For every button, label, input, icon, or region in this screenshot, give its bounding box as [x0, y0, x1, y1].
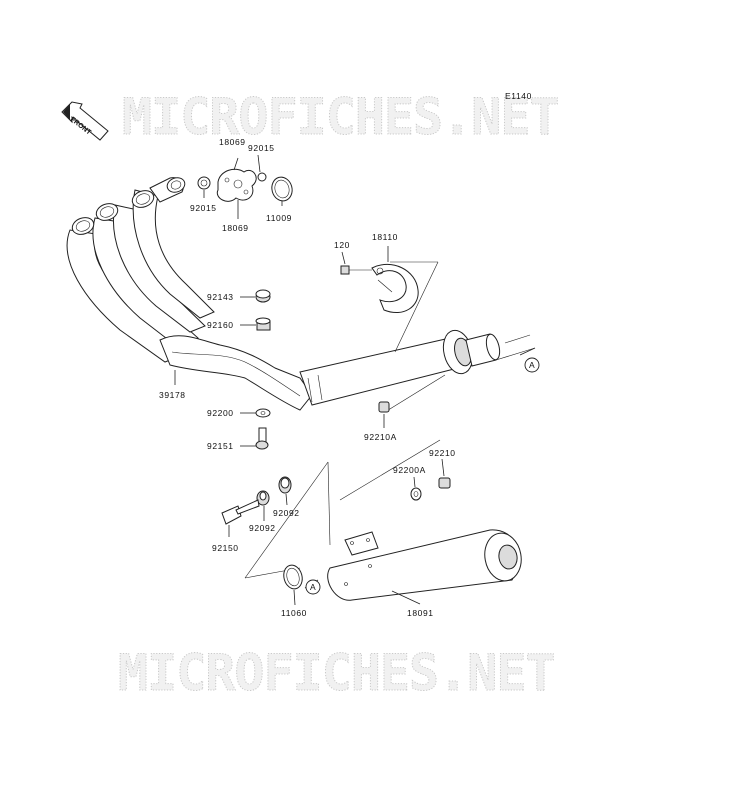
label-39178: 39178 [159, 390, 186, 400]
gasket-11060 [283, 564, 303, 590]
part-labels: 18069 92015 92015 11009 18069 120 18110 … [159, 137, 456, 618]
watermark-bottom: MICROFICHES.NET [118, 644, 555, 702]
svg-text:A: A [310, 582, 316, 592]
label-11060: 11060 [281, 608, 307, 618]
bushing-92092-right [278, 476, 292, 494]
bolt-120 [340, 265, 372, 275]
svg-text:A: A [529, 360, 535, 370]
washer-92200 [255, 408, 271, 418]
nut-92210 [438, 477, 451, 489]
label-18091: 18091 [407, 608, 434, 618]
washer-92200A [410, 487, 422, 501]
bolt-92151 [255, 427, 269, 450]
gasket-11009 [271, 176, 293, 202]
label-92210: 92210 [429, 448, 456, 458]
label-18069-top: 18069 [219, 137, 246, 147]
damper-92160 [255, 317, 271, 331]
label-92200A: 92200A [393, 465, 426, 475]
label-92210A: 92210A [364, 432, 397, 442]
clamp-18069 [216, 168, 257, 202]
label-92160: 92160 [207, 320, 234, 330]
label-18069-bottom: 18069 [222, 223, 249, 233]
front-arrow-icon: FRONT [61, 101, 109, 141]
label-92092-left: 92092 [249, 523, 276, 533]
gasket-92015-left [197, 176, 211, 190]
label-92143: 92143 [207, 292, 234, 302]
diagram-code: E1140 [505, 91, 532, 101]
label-18110: 18110 [372, 232, 398, 242]
bolt-92150 [221, 499, 260, 525]
label-120: 120 [334, 240, 350, 250]
label-11009: 11009 [266, 213, 292, 223]
watermark-top: MICROFICHES.NET [122, 88, 559, 146]
bushing-92092-left [256, 490, 270, 506]
label-92150: 92150 [212, 543, 239, 553]
label-92092-right: 92092 [273, 508, 300, 518]
nut-92210A [378, 401, 390, 413]
ref-marker-a-upper: A [524, 357, 540, 373]
exhaust-header-pipes [66, 177, 536, 413]
label-92200: 92200 [207, 408, 234, 418]
heat-guard-18110 [371, 263, 419, 313]
label-92015-left: 92015 [190, 203, 217, 213]
label-92015-top: 92015 [248, 143, 275, 153]
label-92151: 92151 [207, 441, 234, 451]
gasket-92015-right [257, 172, 267, 182]
damper-92143 [255, 289, 271, 303]
ref-marker-a-lower: A [305, 579, 321, 595]
